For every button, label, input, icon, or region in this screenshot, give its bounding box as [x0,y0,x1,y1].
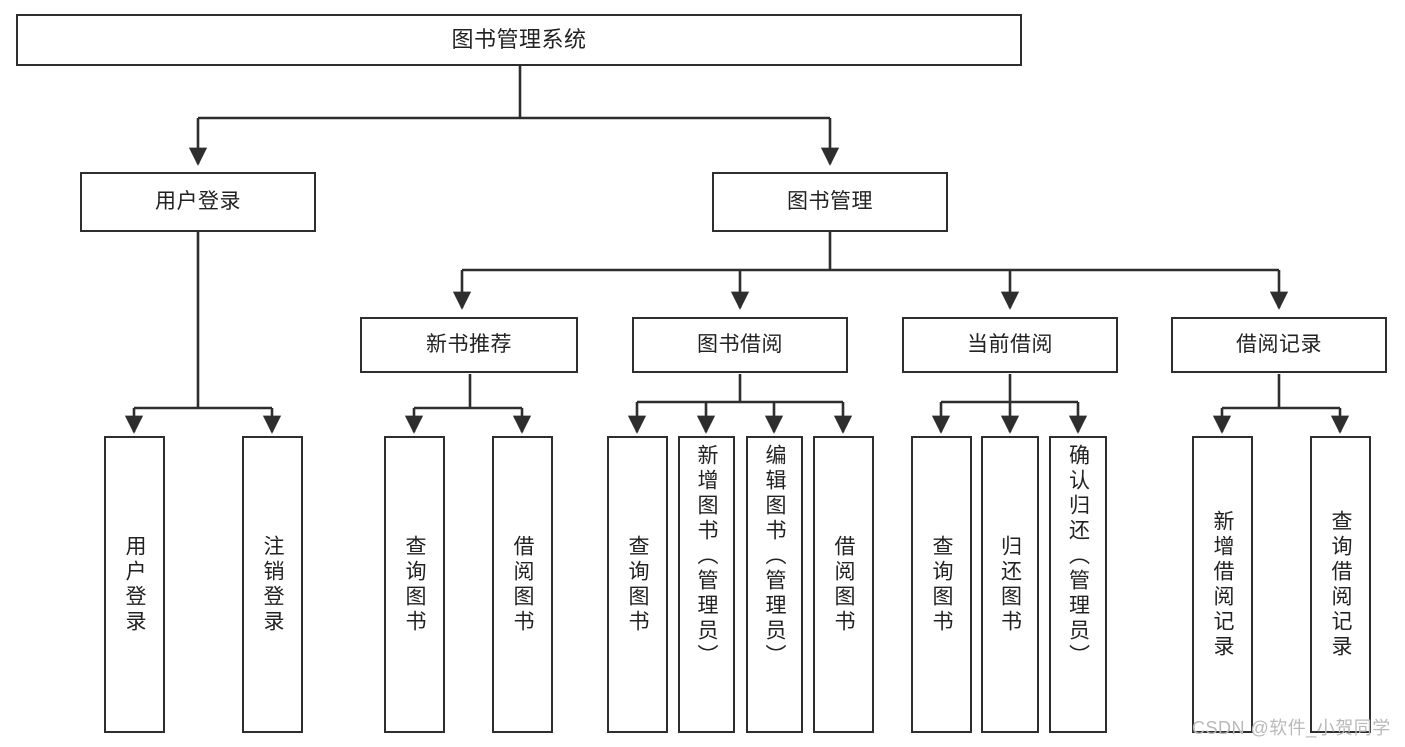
node-label: 注销登录 [261,534,284,635]
node-label: 查询图书 [626,534,649,635]
node-label: 用户登录 [123,534,146,635]
node-current-borrow[interactable]: 当前借阅 [902,317,1118,373]
node-label: 新书推荐 [426,333,512,357]
node-label: 查询图书 [930,534,953,635]
node-label: 用户登录 [155,190,241,214]
node-book-management[interactable]: 图书管理 [712,172,948,232]
node-label: 借阅图书 [832,534,855,635]
node-label: 归还图书 [998,534,1022,635]
node-borrow-record[interactable]: 借阅记录 [1171,317,1387,373]
node-label: 确认归还（管理员） [1066,444,1090,669]
leaf-return-book[interactable]: 归还图书 [981,436,1039,733]
node-label: 借阅记录 [1236,333,1322,357]
node-book-borrow[interactable]: 图书借阅 [632,317,848,373]
leaf-query-book-current[interactable]: 查询图书 [911,436,972,733]
leaf-borrow-book[interactable]: 借阅图书 [813,436,874,733]
leaf-add-book-admin[interactable]: 新增图书（管理员） [678,436,735,733]
node-label: 图书管理 [787,190,873,214]
node-label: 新增图书（管理员） [695,444,718,669]
node-book-management-system[interactable]: 图书管理系统 [16,14,1022,66]
leaf-query-book-borrow[interactable]: 查询图书 [607,436,668,733]
node-label: 编辑图书（管理员） [763,444,786,669]
leaf-add-borrow-record[interactable]: 新增借阅记录 [1192,436,1253,733]
leaf-query-borrow-record[interactable]: 查询借阅记录 [1310,436,1371,733]
leaf-logout-login[interactable]: 注销登录 [242,436,303,733]
node-label: 借阅图书 [511,534,534,635]
node-new-book-recommend[interactable]: 新书推荐 [360,317,578,373]
node-label: 当前借阅 [967,333,1053,357]
node-label: 图书管理系统 [451,26,587,52]
node-user-login[interactable]: 用户登录 [80,172,316,232]
node-label: 新增借阅记录 [1211,509,1234,660]
leaf-query-book-recommend[interactable]: 查询图书 [384,436,445,733]
node-label: 查询图书 [403,534,426,635]
leaf-borrow-book-recommend[interactable]: 借阅图书 [492,436,553,733]
leaf-user-login[interactable]: 用户登录 [104,436,165,733]
node-label: 图书借阅 [697,333,783,357]
leaf-edit-book-admin[interactable]: 编辑图书（管理员） [746,436,803,733]
leaf-confirm-return-admin[interactable]: 确认归还（管理员） [1049,436,1107,733]
node-label: 查询借阅记录 [1329,509,1352,660]
